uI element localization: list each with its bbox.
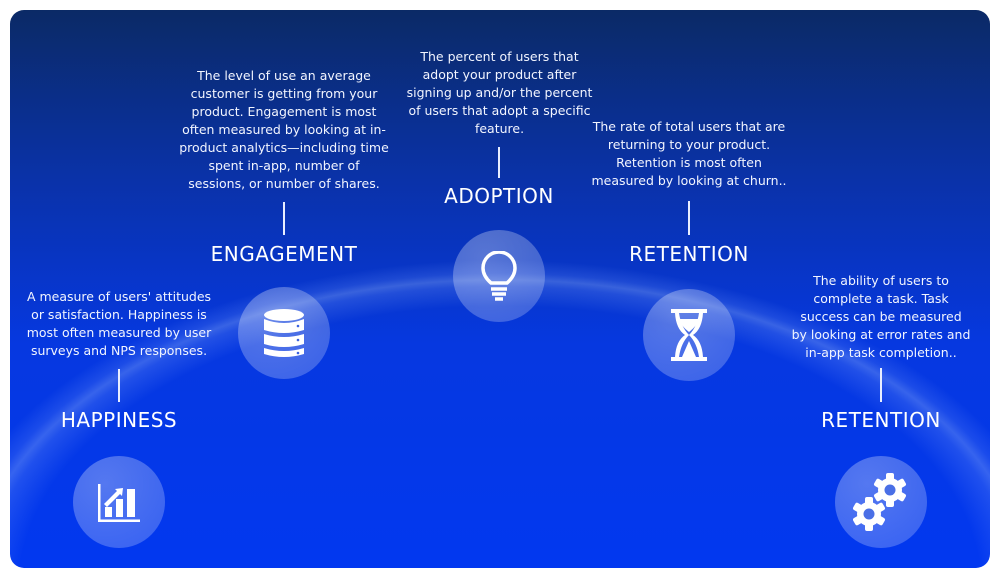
connector-line — [498, 147, 500, 178]
engagement-description: The level of use an average customer is … — [179, 68, 389, 191]
bar-chart-growth-icon — [98, 484, 140, 522]
retention-description: The rate of total users that are returni… — [591, 119, 787, 188]
retention-title: RETENTION — [629, 242, 749, 266]
adoption-icon-circle — [453, 230, 545, 322]
lightbulb-icon — [481, 251, 517, 301]
connector-line — [283, 202, 285, 235]
happiness-description: A measure of users' attitudes or satisfa… — [26, 289, 212, 358]
engagement-title: ENGAGEMENT — [210, 242, 358, 266]
adoption-title: ADOPTION — [444, 184, 554, 208]
hourglass-icon — [671, 309, 707, 361]
retention-icon-circle — [643, 289, 735, 381]
task-success-icon-circle — [835, 456, 927, 548]
adoption-description: The percent of users that adopt your pro… — [406, 49, 593, 136]
gears-icon — [853, 473, 906, 531]
happiness-icon-circle — [73, 456, 165, 548]
engagement-icon-circle — [238, 287, 330, 379]
task-success-description: The ability of users to complete a task.… — [791, 273, 971, 360]
database-icon — [264, 309, 304, 357]
happiness-title: HAPPINESS — [60, 408, 178, 432]
task-success-title: RETENTION — [821, 408, 941, 432]
connector-line — [118, 369, 120, 402]
connector-line — [880, 368, 882, 402]
connector-line — [688, 201, 690, 235]
